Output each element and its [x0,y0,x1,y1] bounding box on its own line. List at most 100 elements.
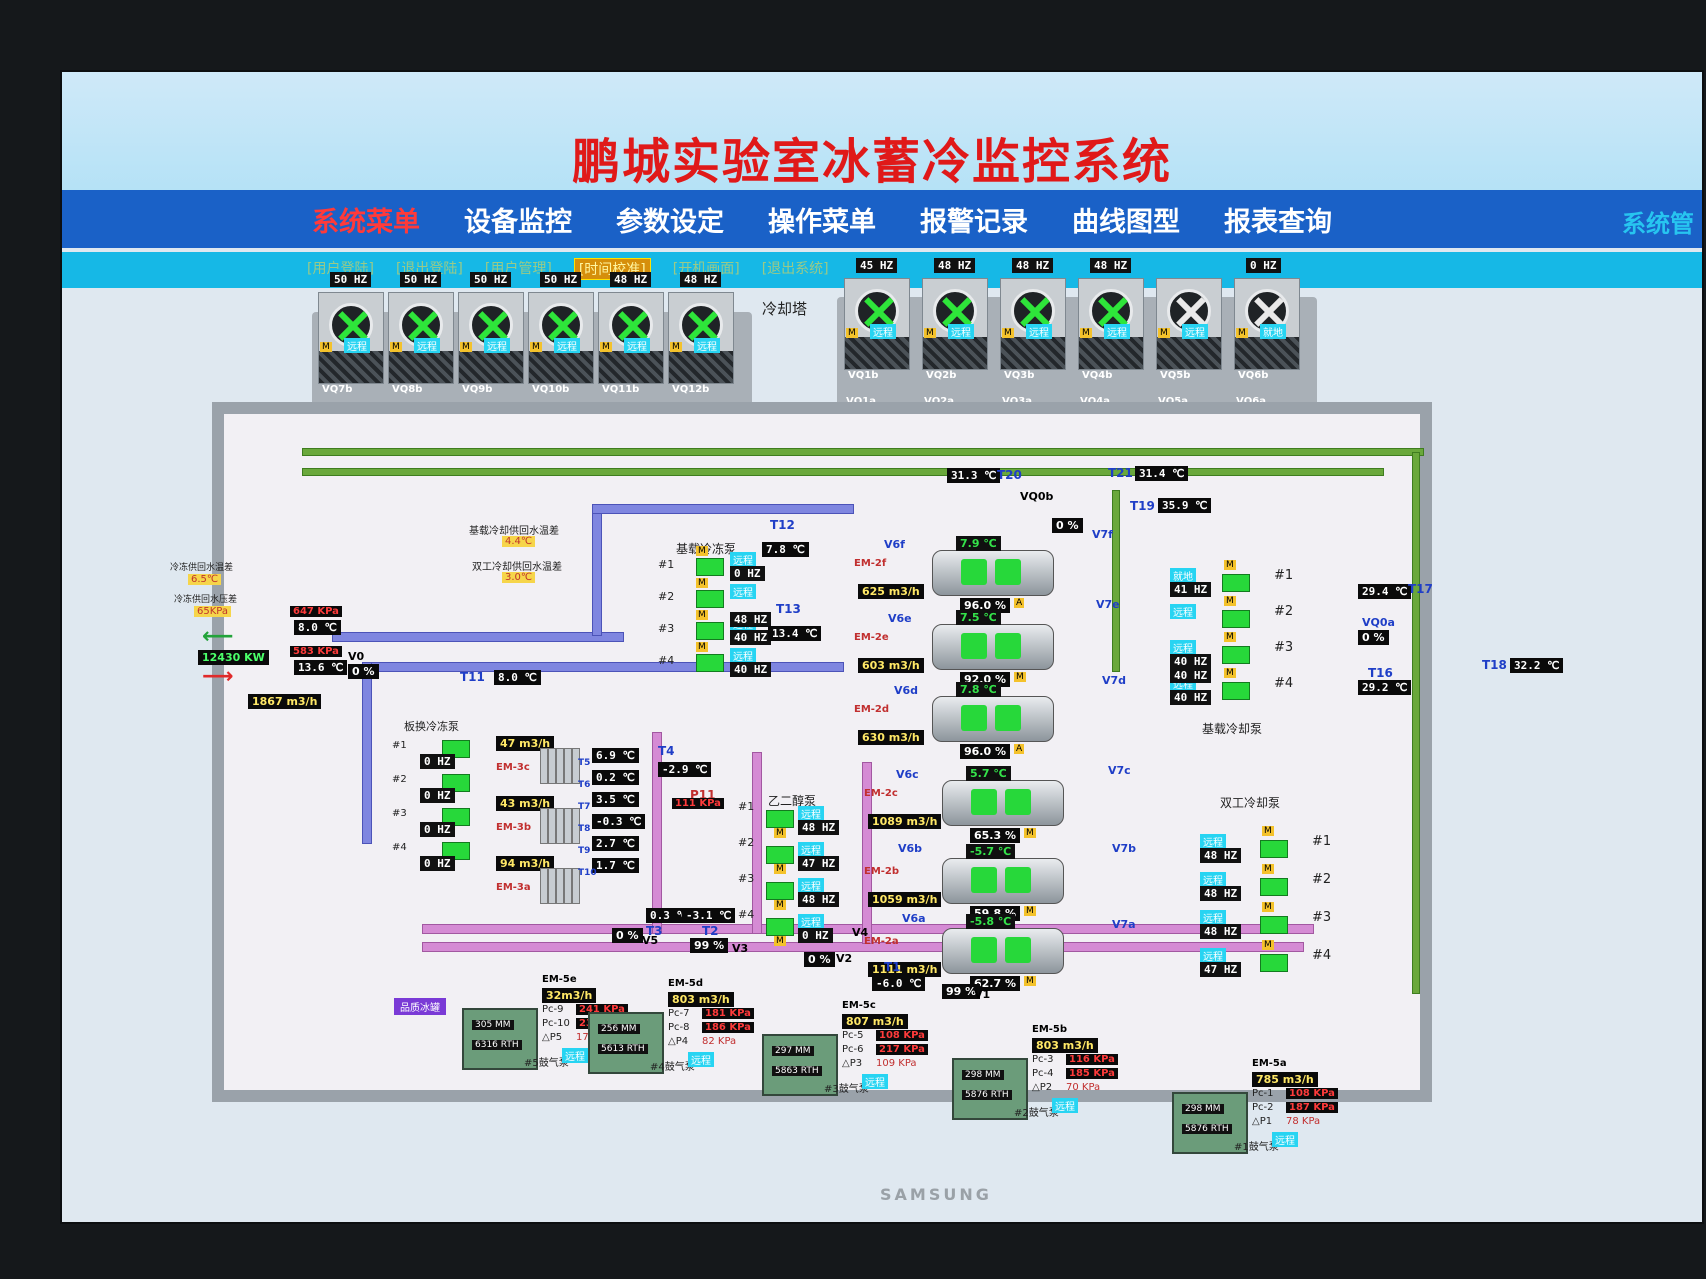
pump-mode[interactable]: 远程 [730,552,756,567]
pump-icon[interactable] [442,842,470,860]
blower-mode[interactable]: 远程 [1272,1132,1298,1147]
tower-mode[interactable]: 远程 [870,324,896,339]
tank-capacity: 5876 RTH [1182,1124,1232,1134]
tower-mode[interactable]: 远程 [1104,324,1130,339]
pump-icon[interactable] [1222,682,1250,700]
pump-mode[interactable]: 远程 [730,584,756,599]
pump-mode[interactable]: 远程 [798,806,824,821]
chiller-unit[interactable] [942,780,1064,826]
chilled-diff-label: 冷冻供回水温差 [170,563,234,573]
pump-icon[interactable] [1260,878,1288,896]
ice-tank-button[interactable]: 品质冰罐 [394,998,446,1015]
menu-system[interactable]: 系统菜单 [312,207,420,238]
blower-mode[interactable]: 远程 [688,1052,714,1067]
pump-mode[interactable]: 远程 [1200,834,1226,849]
pc-value: 185 KPa [1066,1068,1118,1079]
tower-mode[interactable]: 远程 [344,338,370,353]
menu-operations[interactable]: 操作菜单 [768,207,876,238]
tower-mode[interactable]: 远程 [948,324,974,339]
hx-plate [540,808,548,844]
menu-reports[interactable]: 报表查询 [1224,207,1332,238]
tower-mode[interactable]: 远程 [554,338,580,353]
pump-icon[interactable] [766,882,794,900]
pump-icon[interactable] [1222,646,1250,664]
menu-alarms[interactable]: 报警记录 [920,207,1028,238]
cooling-tower[interactable] [388,292,454,384]
pump-icon[interactable] [1260,916,1288,934]
blower-mode[interactable]: 远程 [562,1048,588,1063]
pump-icon[interactable] [442,740,470,758]
tower-mode[interactable]: 远程 [484,338,510,353]
pump-icon[interactable] [766,810,794,828]
label-t2: T2 [702,924,719,938]
pump-mode[interactable]: 远程 [1200,910,1226,925]
temp-t13: 13.4 ℃ [768,626,822,641]
pump-icon[interactable] [696,654,724,672]
menu-params[interactable]: 参数设定 [616,207,724,238]
chiller-unit[interactable] [942,858,1064,904]
compressor-icon [995,559,1021,585]
pump-mode[interactable]: 远程 [798,842,824,857]
base-cw-diff: 4.4℃ [502,536,536,547]
em-label: EM-3c [496,762,530,773]
sub-exit[interactable]: [退出系统] [761,261,829,277]
dual-cw-diff-label: 双工冷却供回水温差 [472,562,562,573]
flow-total: 1867 m3/h [248,694,322,709]
pc-label: Pc-9 [542,1004,564,1015]
blower-mode[interactable]: 远程 [1052,1098,1078,1113]
chiller-unit[interactable] [942,928,1064,974]
pump-mode[interactable]: 远程 [1170,640,1196,655]
hx-plate [564,748,572,784]
pump-icon[interactable] [442,774,470,792]
tower-mode[interactable]: 远程 [1026,324,1052,339]
pump-mode[interactable]: 远程 [730,648,756,663]
pump-mode[interactable]: 远程 [798,878,824,893]
pump-icon[interactable] [696,622,724,640]
tower-mode[interactable]: 就地 [1260,324,1286,339]
pump-mode[interactable]: 远程 [1200,948,1226,963]
tower-mode[interactable]: 远程 [694,338,720,353]
tank-flow: 803 m3/h [668,992,734,1007]
label-t9: T9 [578,846,591,856]
menu-equipment[interactable]: 设备监控 [464,207,572,238]
chiller-unit[interactable] [932,696,1054,742]
mode-manual-tag: M [1224,560,1236,570]
cooling-tower[interactable] [668,292,734,384]
pump-hz: 48 HZ [1200,924,1242,939]
pump-mode[interactable]: 远程 [798,914,824,929]
chiller-unit[interactable] [932,624,1054,670]
pump-icon[interactable] [1260,840,1288,858]
pump-mode[interactable]: 远程 [1170,604,1196,619]
menu-sysadmin[interactable]: 系统管 [1622,210,1694,238]
pump-icon[interactable] [696,590,724,608]
pump-icon[interactable] [1260,954,1288,972]
plant-room [212,402,1432,1102]
pump-icon[interactable] [766,918,794,936]
arrow-right-icon: ⟶ [202,664,234,689]
cooling-tower[interactable] [1234,278,1300,370]
menu-curves[interactable]: 曲线图型 [1072,207,1180,238]
pump-icon[interactable] [1222,574,1250,592]
blower-mode[interactable]: 远程 [862,1074,888,1089]
pump-icon[interactable] [766,846,794,864]
pump-icon[interactable] [696,558,724,576]
pump-icon[interactable] [442,808,470,826]
pump-mode[interactable]: 远程 [1200,872,1226,887]
tower-mode[interactable]: 远程 [624,338,650,353]
tower-mode[interactable]: 远程 [414,338,440,353]
pump-icon[interactable] [1222,610,1250,628]
chiller-unit[interactable] [932,550,1054,596]
label-v4: V4 [852,926,869,939]
pump-number: #3 [658,622,675,635]
label-v5: V5 [642,934,659,947]
tower-mode[interactable]: 远程 [1182,324,1208,339]
pump-mode[interactable]: 就地 [1170,568,1196,583]
pump-number: #1 [392,740,407,751]
mode-manual-tag: M [774,900,786,910]
glycol-riser-a [652,732,662,934]
